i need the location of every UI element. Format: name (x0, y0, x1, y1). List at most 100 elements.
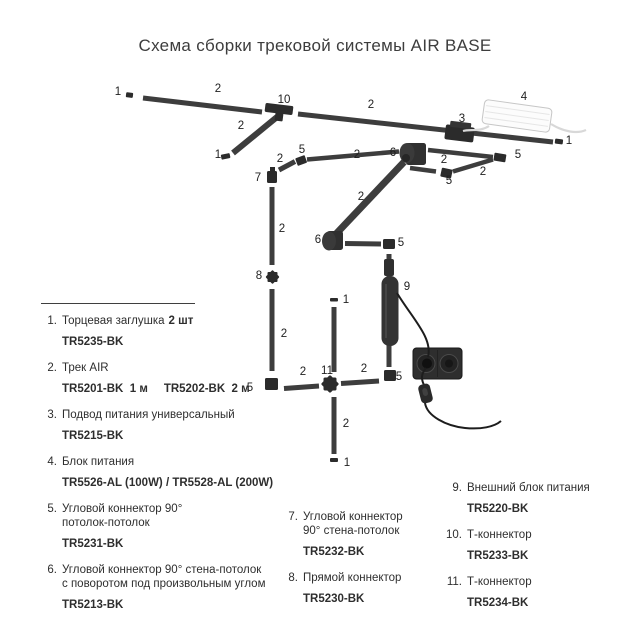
diagram-part-label: 10 (277, 94, 291, 106)
legend-item-number: 9. (452, 482, 462, 494)
track-6-to-5 (344, 241, 382, 247)
legend-item-code: TR5235-BK (62, 336, 124, 348)
track-parallelogram-bottom (409, 165, 437, 174)
end-cap-icon (330, 298, 338, 302)
legend-item-line: 2.Трек AIR (39, 361, 289, 375)
legend-item-number: 3. (47, 409, 57, 421)
track-top-right (297, 111, 554, 145)
legend-item-line: 11. Т-коннектор (444, 575, 626, 589)
cable-psu4-to-feed (462, 125, 490, 133)
cable-9-to-plug (396, 292, 430, 358)
legend-item-line: 7.Угловой коннектор (280, 510, 448, 524)
legend-item-desc: Подвод питания универсальный (62, 409, 235, 421)
diagram-part-label: 2 (360, 363, 368, 375)
track-5-to-6 (306, 149, 400, 162)
track-bottom-right (340, 378, 380, 386)
cable-psu4-right (550, 123, 587, 134)
diagram-part-label: 2 (276, 153, 284, 165)
end-cap-icon (330, 458, 338, 462)
external-psu-9-icon (381, 259, 399, 346)
track-parallelogram-top (427, 147, 494, 160)
legend-divider (41, 303, 195, 304)
diagram-part-label: 3 (458, 113, 466, 125)
track-bottom-left (283, 383, 320, 391)
legend-item-line: 8. Прямой коннектор (280, 571, 448, 585)
legend-item: 2.Трек AIR TR5201-BK 1 м TR5202-BK 2 м (39, 361, 289, 396)
diagram-part-label: 5 (514, 149, 522, 161)
corner-connector-7-icon (267, 167, 277, 183)
corner-connector-5-icon (440, 167, 453, 179)
diagram-part-label: 4 (520, 91, 528, 103)
diagram-part-label: 1 (342, 294, 350, 306)
diagram-part-label: 11 (321, 365, 333, 377)
end-cap-icon (554, 138, 564, 145)
corner-connector-5-icon (383, 239, 395, 249)
diagram-part-label: 5 (397, 237, 405, 249)
power-feed-3-icon (444, 120, 475, 143)
diagram-part-label: 2 (342, 418, 350, 430)
diagram-part-label: 5 (395, 371, 403, 383)
diagram-part-label: 2 (280, 328, 288, 340)
diagram-part-label: 6 (314, 234, 322, 246)
diagram-part-label: 1 (343, 457, 351, 469)
legend-item-desc: Прямой коннектор (303, 572, 402, 584)
diagram-part-label: 8 (255, 270, 263, 282)
end-caps (125, 92, 564, 462)
diagram-part-label: 2 (367, 99, 375, 111)
legend-item-line: 4.Блок питания (39, 455, 289, 469)
legend-item-number: 8. (288, 572, 298, 584)
legend-item-desc: Блок питания (62, 456, 135, 468)
power-supply-4-icon (481, 99, 553, 133)
swivel-connector-6-bottom-icon (322, 231, 343, 251)
legend-item-code: TR5230-BK (303, 593, 365, 605)
end-cap-icon (125, 92, 134, 98)
tracks (142, 95, 554, 454)
diagram-part-label: 2 (299, 366, 307, 378)
diagram-part-label: 9 (403, 281, 411, 293)
cable-plug-to-switch (420, 367, 427, 386)
track-top-left (142, 95, 263, 115)
diagram-part-label: 1 (565, 135, 573, 147)
diagram-part-label: 2 (237, 120, 245, 132)
diagram-part-label: 6 (389, 147, 397, 159)
swivel-connector-6-top-icon (399, 143, 426, 165)
track-short-7-to-5 (277, 159, 297, 173)
legend-item-line: 9.Внешний блок питания (444, 481, 626, 495)
diagram-part-label: 2 (440, 154, 448, 166)
legend-item-number: 11. (446, 576, 462, 588)
diagram-part-label: 2 (214, 83, 222, 95)
legend-item-desc: Угловой коннектор 90° стена-потолок (62, 564, 262, 576)
inline-switch-icon (418, 383, 433, 404)
legend-item-code: TR5234-BK (467, 597, 529, 609)
page-title: Схема сборки трековой системы AIR BASE (138, 36, 492, 55)
diagram-part-label: 2 (353, 149, 361, 161)
corner-connector-5-icon (493, 152, 507, 163)
legend-item-code: TR5233-BK (467, 550, 529, 562)
legend-item-code: TR5201-BK 1 м TR5202-BK 2 м (62, 383, 250, 395)
legend-item-line: 10.Т-коннектор (444, 528, 626, 542)
legend-item-number: 7. (288, 511, 298, 523)
diagram-part-label: 5 (298, 144, 306, 156)
legend-item-desc2: с поворотом под произвольным углом (62, 578, 266, 590)
legend-item-desc: Т-коннектор (467, 576, 532, 588)
legend-item-code: TR5231-BK (62, 538, 124, 550)
track-parallelogram-diagonal (452, 157, 494, 174)
legend-item-number: 1. (47, 315, 57, 327)
t-connector-11-icon (321, 375, 339, 393)
diagram-part-label: 2 (479, 166, 487, 178)
legend-item-desc: Угловой коннектор 90° (62, 503, 183, 515)
diagram-part-label: 7 (254, 172, 262, 184)
legend-item-line: 5.Угловой коннектор 90° (39, 502, 289, 516)
corner-connector-5-icon (384, 370, 396, 381)
